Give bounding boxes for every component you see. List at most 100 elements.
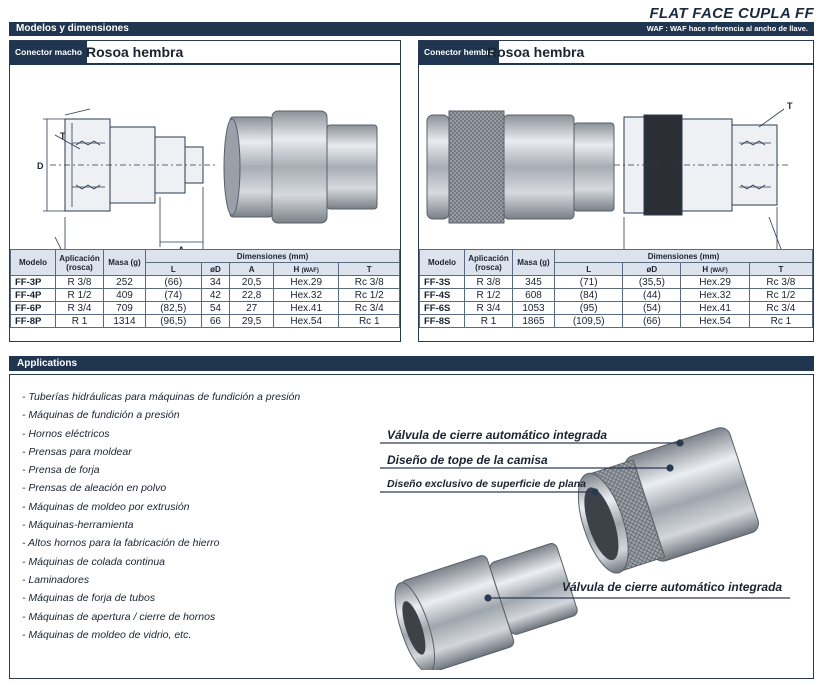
callout-flat-face: Diseño exclusivo de superficie de plana <box>387 478 586 490</box>
label-d: D <box>37 161 44 171</box>
table-cell: 409 <box>103 288 146 302</box>
table-cell: FF-4P <box>10 288 56 302</box>
male-spec-table: Modelo Aplicación (rosca) Masa (g) Dimen… <box>10 249 400 328</box>
col-t: T <box>748 262 814 276</box>
col-dimensiones: Dimensiones (mm) <box>554 249 813 263</box>
table-cell: Rc 1 <box>338 314 400 328</box>
table-cell: (84) <box>553 288 624 302</box>
document-title: FLAT FACE CUPLA FF <box>649 5 814 22</box>
table-cell: 42 <box>200 288 231 302</box>
table-cell: 54 <box>200 301 231 315</box>
section-label-applications: Applications <box>17 358 78 369</box>
table-cell: Rc 3/4 <box>748 301 814 315</box>
table-cell: R 1/2 <box>464 288 513 302</box>
list-item: - Prensa de forja <box>22 464 100 477</box>
col-od: øD <box>200 262 231 276</box>
col-masa: Masa (g) <box>512 249 555 276</box>
table-cell: Rc 3/8 <box>338 275 400 289</box>
list-item: - Laminadores <box>22 573 90 586</box>
col-masa: Masa (g) <box>103 249 146 276</box>
list-item: - Máquinas de apertura / cierre de horno… <box>22 610 216 623</box>
section-bar-applications: Applications <box>9 356 814 371</box>
callout-valve-bottom: Válvula de cierre automático integrada <box>562 580 783 594</box>
table-cell: Rc 1/2 <box>338 288 400 302</box>
section-label-models: Modelos y dimensiones <box>16 23 129 34</box>
list-item: - Máquinas de forja de tubos <box>22 592 156 605</box>
table-cell: (74) <box>145 288 202 302</box>
callout-valve-top: Válvula de cierre automático integrada <box>387 428 608 442</box>
male-connector-panel: Conector macho Rosoa hembra T D H L A <box>9 40 401 342</box>
col-a: A <box>229 262 274 276</box>
list-item: - Prensas de aleación en polvo <box>22 482 167 495</box>
table-cell: Hex.32 <box>272 288 340 302</box>
table-cell: Rc 1/2 <box>748 288 814 302</box>
table-cell: (44) <box>622 288 682 302</box>
female-connector-photo <box>426 110 615 224</box>
table-cell: Rc 1 <box>748 314 814 328</box>
table-cell: R 3/4 <box>464 301 513 315</box>
female-spec-table: Modelo Aplicación (rosca) Masa (g) Dimen… <box>419 249 814 328</box>
table-cell: 20,5 <box>229 275 274 289</box>
waf-note: WAF : WAF hace referencia al ancho de ll… <box>646 24 808 33</box>
table-cell: (71) <box>553 275 624 289</box>
applications-panel <box>9 374 814 679</box>
list-item: - Tuberías hidráulicas para máquinas de … <box>22 391 301 403</box>
table-cell: 1314 <box>103 314 146 328</box>
table-cell: 29,5 <box>229 314 274 328</box>
table-cell: 709 <box>103 301 146 315</box>
col-aplicacion: Aplicación (rosca) <box>55 249 104 276</box>
label-t: T <box>787 101 793 111</box>
col-od: øD <box>622 262 682 276</box>
male-connector-name: Rosoa hembra <box>86 44 184 60</box>
table-cell: FF-8P <box>10 314 56 328</box>
table-cell: (96,5) <box>145 314 202 328</box>
male-coupling-photo <box>394 543 578 670</box>
table-cell: (66) <box>622 314 682 328</box>
label-t: T <box>60 131 66 141</box>
female-coupling-photo <box>577 427 759 574</box>
table-cell: Rc 3/8 <box>748 275 814 289</box>
col-modelo: Modelo <box>10 249 56 276</box>
col-dimensiones: Dimensiones (mm) <box>145 249 400 263</box>
table-cell: R 3/8 <box>464 275 513 289</box>
list-item: - Máquinas de colada continua <box>22 555 166 568</box>
table-cell: 1053 <box>512 301 555 315</box>
female-connector-name: Rosoa hembra <box>487 44 585 60</box>
table-cell: Rc 3/4 <box>338 301 400 315</box>
col-modelo: Modelo <box>419 249 465 276</box>
table-cell: (109,5) <box>553 314 624 328</box>
table-cell: R 1 <box>55 314 104 328</box>
table-cell: R 3/4 <box>55 301 104 315</box>
list-item: - Prensas para moldear <box>22 445 132 458</box>
table-cell: FF-3P <box>10 275 56 289</box>
table-cell: (54) <box>622 301 682 315</box>
table-cell: Hex.41 <box>680 301 750 315</box>
male-connector-tag: Conector macho <box>10 41 88 63</box>
table-cell: 345 <box>512 275 555 289</box>
table-cell: R 1 <box>464 314 513 328</box>
list-item: - Máquinas-herramienta <box>22 519 134 532</box>
table-cell: FF-4S <box>419 288 465 302</box>
coupling-illustration <box>380 427 790 670</box>
table-cell: Hex.29 <box>680 275 750 289</box>
table-cell: Hex.29 <box>272 275 340 289</box>
male-connector-drawing: T D H L A <box>37 108 378 265</box>
table-cell: R 1/2 <box>55 288 104 302</box>
table-cell: FF-6P <box>10 301 56 315</box>
applications-list: - Tuberías hidráulicas para máquinas de … <box>22 388 300 644</box>
list-item: - Altos hornos para la fabricación de hi… <box>22 537 220 550</box>
col-h: H (WAF) <box>272 262 340 276</box>
female-connector-tag: Conector hembra <box>419 41 500 63</box>
table-cell: Hex.54 <box>272 314 340 328</box>
female-connector-panel: Conector hembra Rosoa hembra <box>418 40 814 342</box>
list-item: - Máquinas de moldeo por extrusión <box>22 500 190 513</box>
list-item: - Máquinas de moldeo de vidrio, etc. <box>22 628 192 641</box>
